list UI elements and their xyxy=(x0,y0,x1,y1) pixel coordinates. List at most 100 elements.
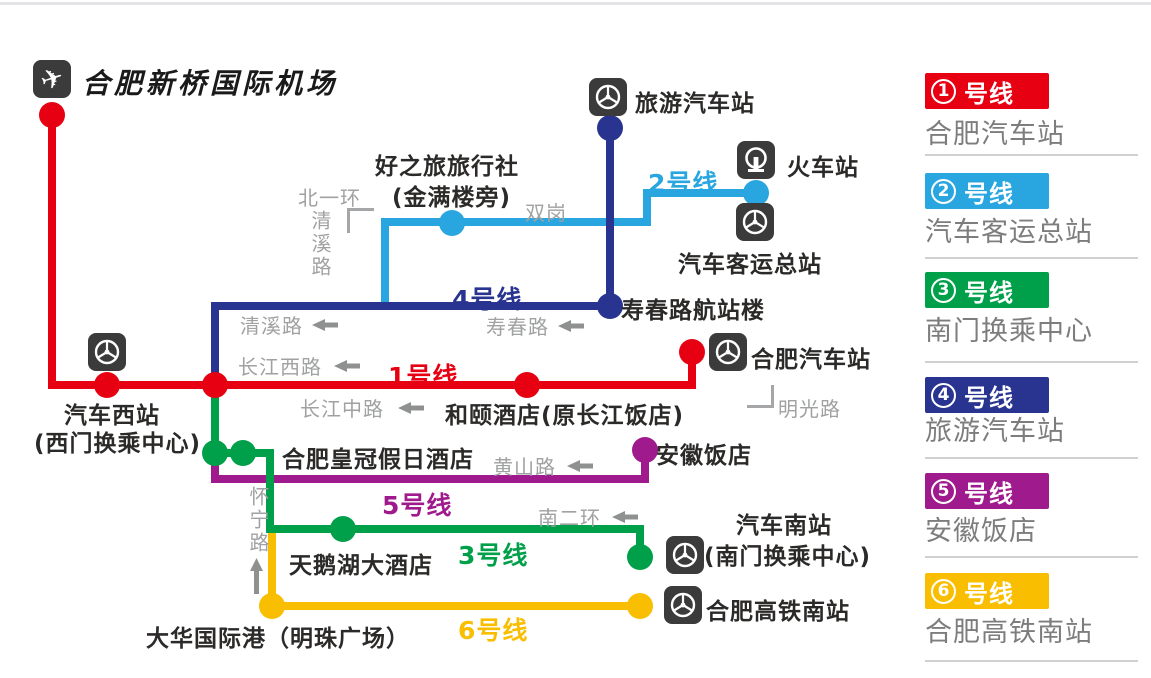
dot-travel-agency xyxy=(439,210,465,236)
street-label-huangshanlu: 黄山路 xyxy=(493,455,556,479)
station-label-south-bus-sub: (南门换乘中心) xyxy=(704,544,872,570)
line2-segment xyxy=(643,189,651,226)
legend-terminus-line5: 安徽饭店 xyxy=(925,516,1037,547)
line5-segment xyxy=(211,451,219,483)
line3-segment xyxy=(266,525,644,533)
line2-segment xyxy=(381,218,389,310)
dot-shouchun-terminal xyxy=(597,293,623,319)
line6-number-badge: 6 xyxy=(931,578,956,604)
line4-number-badge: 4 xyxy=(931,382,956,408)
legend-divider xyxy=(925,361,1138,363)
airplane-icon: ✈ xyxy=(33,60,71,98)
street-label-changjiang-middle: 长江中路 xyxy=(300,397,384,421)
line1-segment xyxy=(48,381,696,389)
station-label-shouchun-terminal: 寿春路航站楼 xyxy=(621,298,765,324)
line1-number-badge: 1 xyxy=(931,78,956,104)
station-label-tourism-bus: 旅游汽车站 xyxy=(635,91,755,117)
legend-suffix: 号线 xyxy=(964,579,1014,608)
station-label-travel-agency: 好之旅旅行社 xyxy=(375,154,519,180)
left-arrow-icon xyxy=(312,316,338,335)
page-title: 合肥新桥国际机场 xyxy=(82,67,339,100)
station-label-south-rail: 合肥高铁南站 xyxy=(706,599,850,625)
legend-badge-line3: 3 号线 xyxy=(925,272,1049,308)
bus-station-icon xyxy=(88,333,126,371)
street-label-shouchunlu: 寿春路 xyxy=(486,315,549,339)
station-label-train-station: 火车站 xyxy=(787,155,859,181)
line6-segment xyxy=(268,602,644,610)
line2-segment xyxy=(381,218,651,226)
legend-divider xyxy=(925,457,1138,459)
legend-suffix: 号线 xyxy=(964,179,1014,208)
line1-segment xyxy=(48,112,56,389)
dot-transfer-junction xyxy=(202,372,228,398)
left-arrow-icon xyxy=(398,399,424,418)
station-label-dahua-port: 大华国际港（明珠广场） xyxy=(146,626,410,652)
legend-divider xyxy=(925,257,1138,259)
street-label-shuanggang: 双岗 xyxy=(525,201,567,225)
line2-segment xyxy=(643,189,760,197)
street-label-nanerhuan: 南二环 xyxy=(538,506,601,530)
legend-badge-line6: 6 号线 xyxy=(925,573,1049,609)
street-label-qingxilu-vertical: 清溪路 xyxy=(308,210,332,279)
line3-label: 3号线 xyxy=(458,541,529,570)
line5-segment xyxy=(211,475,649,483)
bus-station-icon xyxy=(736,203,774,241)
dot-west-junction xyxy=(202,440,228,466)
road-corner-mark xyxy=(747,385,774,408)
station-label-main-bus-terminal: 汽车客运总站 xyxy=(678,252,822,278)
street-label-beiyihuan: 北一环 xyxy=(298,186,361,210)
station-label-west-bus: 汽车西站 xyxy=(64,403,160,429)
street-label-mingguanglu: 明光路 xyxy=(778,397,841,421)
dot-south-rail-station xyxy=(627,593,653,619)
left-arrow-icon xyxy=(567,457,593,476)
legend-terminus-line6: 合肥高铁南站 xyxy=(925,617,1093,648)
line1-segment xyxy=(688,352,696,389)
street-label-qingxilu: 清溪路 xyxy=(240,314,303,338)
street-label-changjiang-west: 长江西路 xyxy=(238,355,322,379)
line5-segment xyxy=(641,446,649,483)
dot-crowne-plaza xyxy=(230,440,256,466)
legend-divider xyxy=(925,660,1138,662)
legend-terminus-line3: 南门换乘中心 xyxy=(925,316,1093,347)
bus-station-icon xyxy=(664,586,702,624)
line4-label: 4号线 xyxy=(452,285,523,314)
legend-divider xyxy=(925,556,1138,558)
airplane-glyph: ✈ xyxy=(36,60,68,98)
line3-segment xyxy=(211,385,219,457)
line6-segment xyxy=(268,531,276,610)
bus-station-icon xyxy=(666,536,704,574)
dot-west-bus-station xyxy=(94,372,120,398)
dot-tourism-bus-station xyxy=(597,115,623,141)
road-corner-mark xyxy=(347,208,374,233)
railway-icon xyxy=(737,141,775,179)
legend-badge-line2: 2 号线 xyxy=(925,173,1049,209)
line4-segment xyxy=(211,302,614,310)
station-label-heyi-hotel: 和颐酒店(原长江饭店) xyxy=(445,403,685,429)
dot-swan-lake-hotel xyxy=(330,516,356,542)
top-border xyxy=(0,2,1151,5)
left-arrow-icon xyxy=(558,317,584,336)
line2-number-badge: 2 xyxy=(931,178,956,204)
line1-label: 1号线 xyxy=(388,362,459,391)
legend-terminus-line1: 合肥汽车站 xyxy=(925,119,1065,150)
dot-heyi-hotel xyxy=(514,372,540,398)
legend-badge-line1: 1 号线 xyxy=(925,73,1049,109)
line4-segment xyxy=(211,302,219,387)
station-label-travel-agency-sub: (金满楼旁) xyxy=(392,185,512,211)
up-arrow-icon xyxy=(250,558,263,598)
line2-label: 2号线 xyxy=(648,169,719,198)
legend-terminus-line4: 旅游汽车站 xyxy=(925,416,1065,447)
left-arrow-icon xyxy=(612,508,638,527)
legend-suffix: 号线 xyxy=(964,383,1014,412)
bus-station-icon xyxy=(589,78,627,116)
left-arrow-icon xyxy=(334,357,360,376)
dot-south-bus-station xyxy=(627,544,653,570)
legend-divider xyxy=(925,154,1138,156)
line6-label: 6号线 xyxy=(458,616,529,645)
dot-anhui-hotel xyxy=(632,437,658,463)
station-label-anhui-hotel: 安徽饭店 xyxy=(656,443,752,469)
line5-number-badge: 5 xyxy=(931,478,956,504)
legend-suffix: 号线 xyxy=(964,278,1014,307)
station-label-south-bus: 汽车南站 xyxy=(736,513,832,539)
